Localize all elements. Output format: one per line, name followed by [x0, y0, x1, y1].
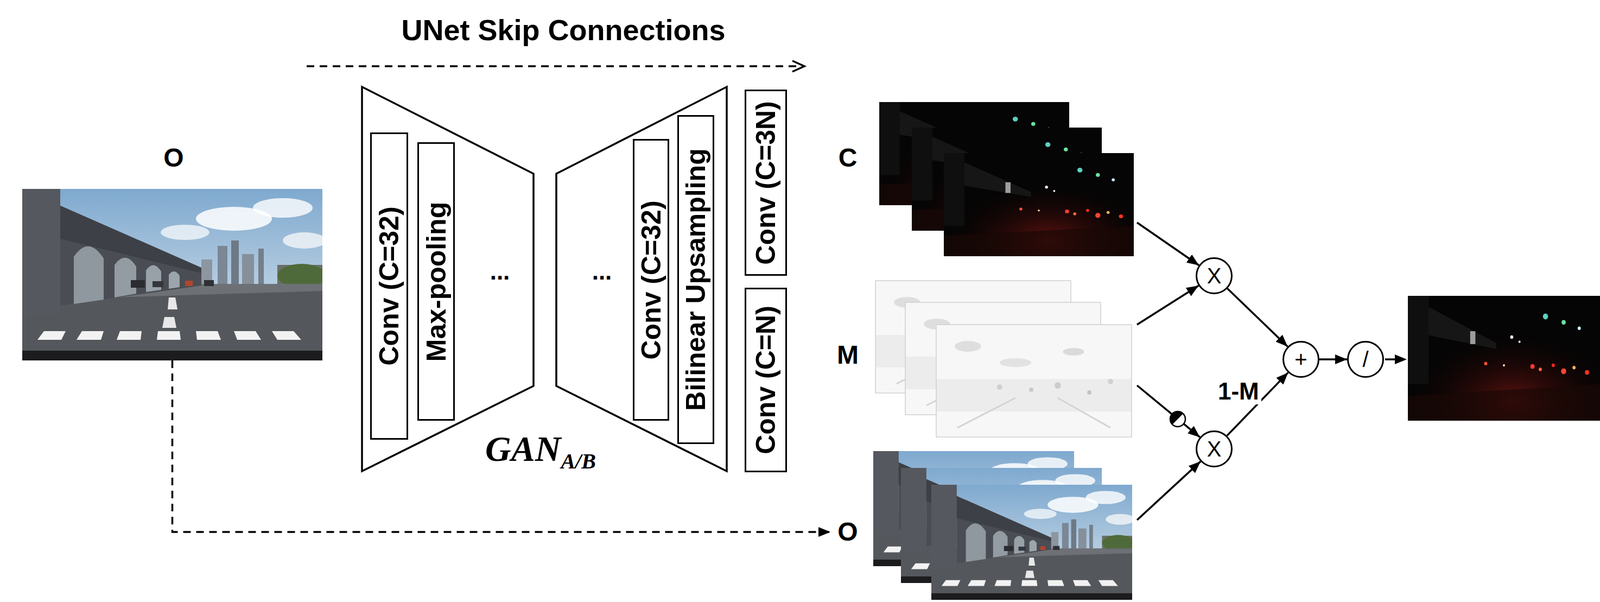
layer-name: Conv (C=N) — [751, 305, 782, 455]
operator-symbol: / — [1362, 348, 1369, 371]
operator-symbol: + — [1294, 348, 1307, 371]
layer-name: Bilinear Upsampling — [681, 148, 711, 411]
layer-name: Conv (C=32) — [636, 200, 666, 360]
layer-box: Max-pooling — [417, 142, 455, 421]
connector — [1137, 285, 1199, 325]
node-label: M — [836, 340, 859, 370]
layer-box: Conv (C=32) — [632, 138, 670, 421]
edge-label: 1-M — [1215, 378, 1262, 405]
connector — [1137, 222, 1199, 266]
connector — [1319, 358, 1348, 361]
layer-name: Conv (C=3N) — [751, 100, 782, 265]
operator-circle: X — [1195, 257, 1233, 295]
operator-circle: + — [1282, 340, 1320, 378]
image-stack: O — [830, 451, 1138, 600]
image-stack: C — [830, 102, 1138, 257]
operator-circle: / — [1347, 340, 1384, 378]
node-label: ... — [592, 258, 613, 285]
model-name-subscript: A/B — [560, 448, 596, 474]
operator-symbol: X — [1207, 264, 1222, 287]
connector — [172, 360, 831, 532]
layer-name: Max-pooling — [421, 201, 452, 361]
node-label: ... — [490, 258, 511, 285]
node-label: O — [163, 143, 184, 173]
encoder-trapezoid: ... Conv (C=32) Max-pooling — [362, 86, 534, 472]
model-name: GANA/B — [485, 428, 596, 470]
layer-box: Bilinear Upsampling — [677, 115, 715, 444]
decoder-trapezoid: ... Conv (C=32) Bilinear Upsampling — [556, 86, 727, 472]
node-label: O — [837, 517, 858, 547]
image-stack: M — [830, 280, 1138, 437]
connector — [1137, 385, 1200, 437]
trapezoid-shape — [362, 86, 534, 472]
operator-symbol: X — [1207, 437, 1222, 460]
output-conv-box: Conv (C=N) — [744, 287, 787, 473]
skip-connection-label: UNet Skip Connections — [401, 14, 726, 47]
layer-box: Conv (C=32) — [370, 132, 409, 440]
trapezoid-shape — [556, 86, 727, 472]
layer-name: Conv (C=32) — [374, 206, 405, 366]
operator-circle: X — [1195, 430, 1233, 468]
input-image: O — [22, 188, 323, 361]
output-conv-box: Conv (C=3N) — [744, 89, 787, 276]
model-name-main: GAN — [485, 428, 561, 469]
node-label: C — [838, 143, 858, 173]
connector — [1227, 288, 1288, 347]
connector — [1137, 461, 1201, 520]
